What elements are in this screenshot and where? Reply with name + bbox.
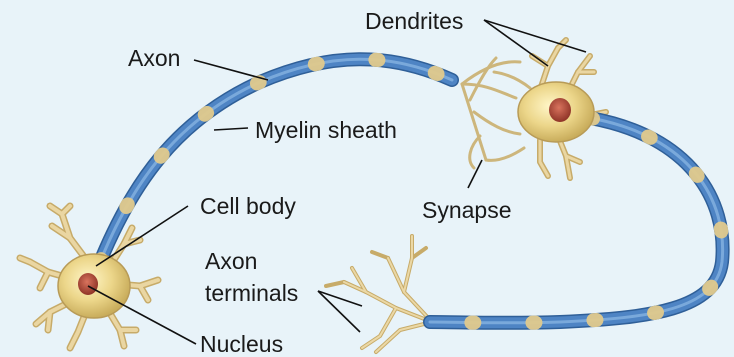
label-axon-terminals-line1: Axon bbox=[205, 249, 257, 273]
label-cell-body: Cell body bbox=[200, 194, 296, 218]
label-nucleus: Nucleus bbox=[200, 332, 283, 356]
label-synapse: Synapse bbox=[422, 198, 512, 222]
axon-terminal-branches bbox=[326, 236, 432, 352]
right-nucleus bbox=[549, 98, 571, 122]
myelin-leader bbox=[214, 128, 248, 130]
label-dendrites: Dendrites bbox=[365, 9, 463, 33]
label-myelin-sheath: Myelin sheath bbox=[255, 118, 397, 142]
axon-top bbox=[100, 59, 452, 262]
label-axon-terminals-line2: terminals bbox=[205, 281, 298, 305]
dendrites-leader-1 bbox=[484, 20, 586, 52]
left-nucleus bbox=[78, 273, 98, 295]
right-cell-body bbox=[518, 82, 594, 142]
left-cell-body bbox=[58, 254, 130, 318]
label-axon: Axon bbox=[128, 46, 180, 70]
axon-leader bbox=[194, 60, 268, 80]
axon-terminals-leader-2 bbox=[318, 291, 360, 332]
